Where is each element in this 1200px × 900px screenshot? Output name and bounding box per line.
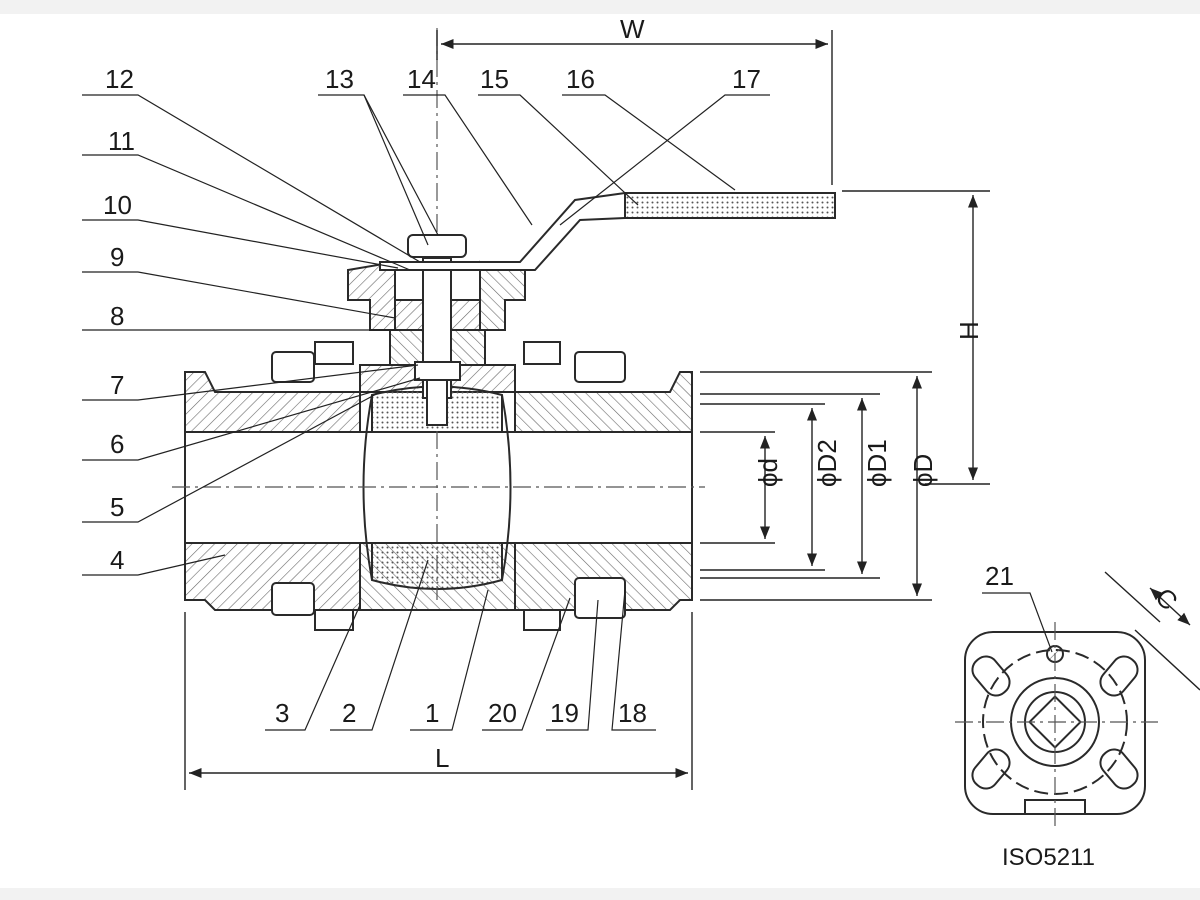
part-label-2: 2 (342, 698, 356, 728)
part-label-11: 11 (108, 126, 135, 156)
part-label-21: 21 (985, 561, 1014, 591)
dim-label-w: W (620, 14, 645, 44)
dim-label-d1: ϕD1 (862, 439, 892, 487)
part-label-14: 14 (407, 64, 436, 94)
part-label-10: 10 (103, 190, 132, 220)
part-label-13: 13 (325, 64, 354, 94)
part-labels: 12 11 10 9 8 7 6 5 4 13 14 15 16 17 3 2 … (103, 64, 1014, 728)
dim-label-big-d: ϕD (908, 454, 938, 487)
part-label-16: 16 (566, 64, 595, 94)
flange-standard-label: ISO5211 (1002, 844, 1095, 871)
dimension-labels: W L H ϕd ϕD2 ϕD1 ϕD C ISO5211 (435, 14, 1184, 871)
part-label-19: 19 (550, 698, 579, 728)
part-label-17: 17 (732, 64, 761, 94)
iso-center-lines (955, 622, 1158, 828)
part-label-6: 6 (110, 429, 124, 459)
dim-label-d: ϕd (753, 458, 783, 487)
leader-lines (82, 94, 1053, 731)
dim-label-d2: ϕD2 (812, 439, 842, 487)
part-label-4: 4 (110, 545, 124, 575)
part-label-12: 12 (105, 64, 134, 94)
part-label-7: 7 (110, 370, 124, 400)
part-label-9: 9 (110, 242, 124, 272)
dim-label-c: C (1149, 582, 1183, 616)
part-label-8: 8 (110, 301, 124, 331)
part-label-5: 5 (110, 492, 124, 522)
part-label-15: 15 (480, 64, 509, 94)
dim-label-l: L (435, 743, 449, 773)
part-label-1: 1 (425, 698, 439, 728)
stem-assembly (347, 192, 836, 426)
part-label-3: 3 (275, 698, 289, 728)
part-label-18: 18 (618, 698, 647, 728)
dim-label-h: H (954, 321, 984, 340)
dimension-lines (184, 30, 1200, 790)
part-label-20: 20 (488, 698, 517, 728)
